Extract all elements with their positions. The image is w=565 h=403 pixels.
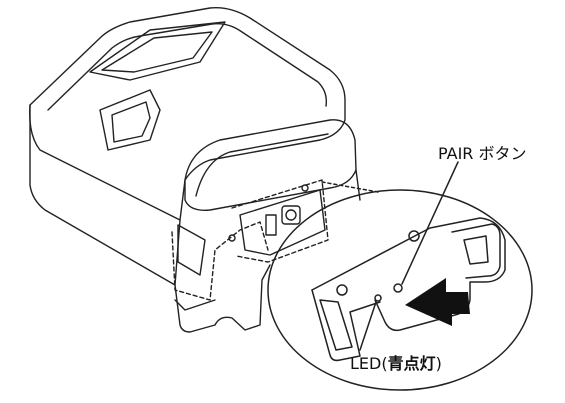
pair-button-label: PAIR ボタン [438, 144, 527, 163]
printer-illustration [29, 7, 361, 333]
printer-connector [281, 205, 301, 225]
printer-top-cover [29, 7, 346, 221]
pair-button [393, 283, 403, 293]
paper-window [89, 21, 226, 81]
printer-screw [228, 234, 236, 242]
callout-bracket-right [451, 223, 501, 279]
printer-screw [301, 184, 309, 192]
side-panel-dashed [171, 221, 269, 301]
led-leader-line [359, 301, 377, 351]
led-label-state: 青点灯 [387, 354, 436, 373]
led-label: LED(青点灯) [350, 350, 442, 374]
magnified-callout [267, 161, 533, 391]
interface-panel-dashed [231, 179, 329, 263]
front-cover-edge [195, 133, 329, 197]
led-label-suffix: ) [435, 354, 442, 373]
panel-screw [408, 230, 420, 242]
panel-screw [336, 284, 348, 296]
callout-bracket-left [319, 299, 353, 351]
callout-panel [311, 217, 506, 332]
led-indicator [374, 294, 382, 302]
printer-usb-port [265, 214, 277, 236]
callout-panel-front [311, 289, 381, 362]
callout-bracket-right-inner [463, 235, 489, 265]
printer-connector-hole [285, 209, 297, 221]
callout-circle [267, 189, 533, 391]
printer-top-ridge [47, 22, 328, 111]
printer-body-front [174, 264, 271, 333]
side-panel [177, 224, 206, 276]
printer-body-left [29, 104, 181, 286]
press-arrow-icon [405, 278, 470, 326]
printer-foot [174, 299, 216, 311]
paper-window-inner [101, 31, 213, 73]
zoom-line [321, 181, 379, 193]
cover-lever-inner [111, 101, 151, 143]
led-label-prefix: LED( [350, 354, 388, 373]
interface-panel [239, 189, 326, 256]
cover-lever [99, 89, 161, 151]
pair-leader-line [401, 161, 459, 285]
